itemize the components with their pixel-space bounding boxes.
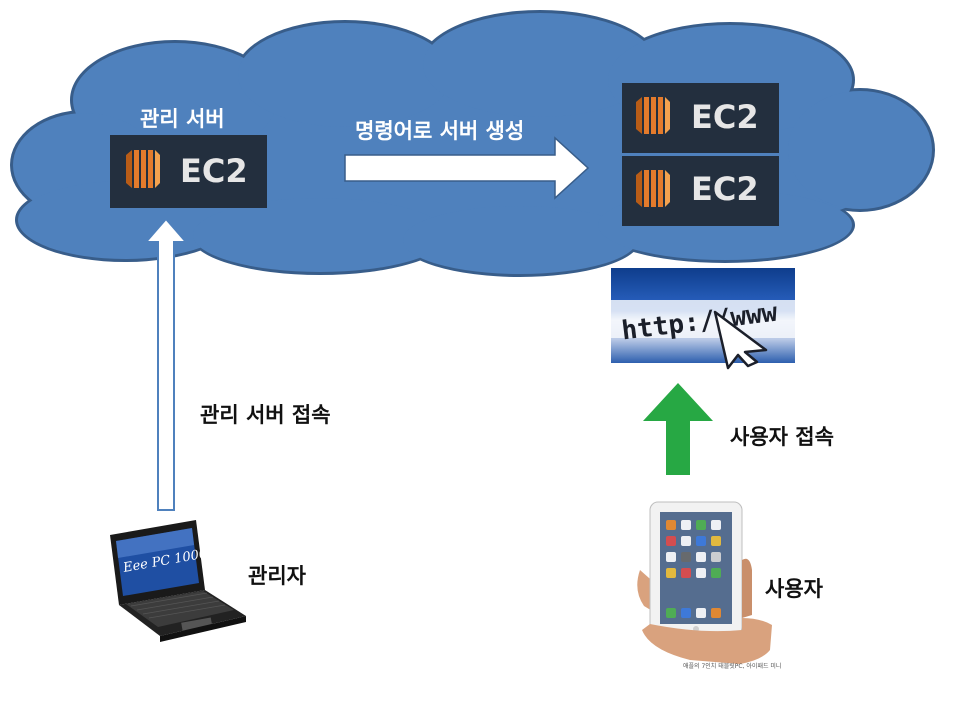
ec2-label: EC2 <box>691 98 759 136</box>
ec2-label: EC2 <box>180 152 248 190</box>
admin-access-label: 관리 서버 접속 <box>200 403 331 427</box>
ec2-label: EC2 <box>691 170 759 208</box>
ec2-cube-icon <box>636 97 670 134</box>
admin-access-arrow <box>143 217 189 511</box>
command-create-label: 명령어로 서버 생성 <box>355 119 525 143</box>
laptop-icon: Eee PC 1000HE <box>110 520 246 642</box>
ec2-cube-icon <box>126 150 160 188</box>
user-label: 사용자 <box>765 577 823 601</box>
admin-label: 관리자 <box>248 564 306 588</box>
ec2-badge-created-1: EC2 <box>622 83 779 153</box>
user-access-label: 사용자 접속 <box>730 425 834 449</box>
user-access-arrow <box>643 383 713 475</box>
tablet-icon <box>637 501 772 664</box>
ec2-badge-created-2: EC2 <box>622 156 779 226</box>
ec2-badge-mgmt: EC2 <box>110 135 267 208</box>
command-arrow <box>344 136 590 200</box>
ec2-cube-icon <box>636 170 670 207</box>
url-banner-image: http://www <box>611 268 795 370</box>
cursor-icon <box>713 310 768 370</box>
mgmt-server-label: 관리 서버 <box>140 107 225 131</box>
tablet-caption: 애플의 7인치 태블릿PC, 아이패드 미니 <box>683 663 782 670</box>
